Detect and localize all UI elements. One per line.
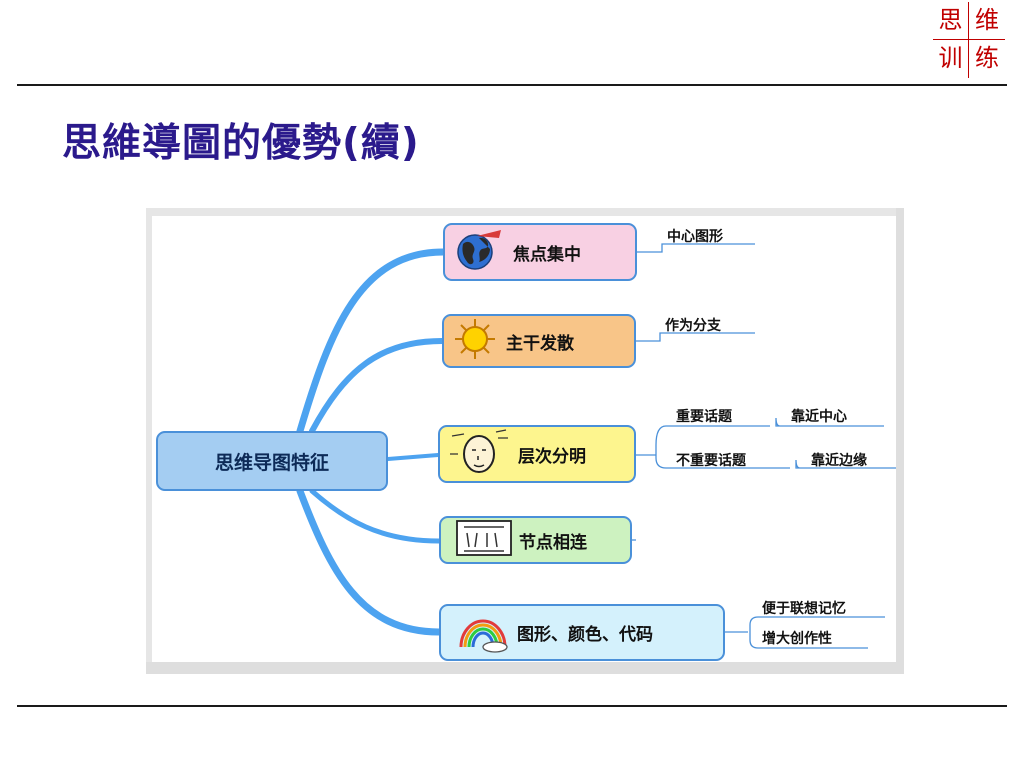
bottom-divider xyxy=(17,705,1007,707)
branch-node-trunk: 主干发散 xyxy=(442,314,636,368)
branch-node-hierarchy: 层次分明 xyxy=(438,425,636,483)
mindmap-frame-shadow xyxy=(896,208,904,674)
central-node: 思维导图特征 xyxy=(156,431,388,491)
logo-char: 思 xyxy=(933,2,969,40)
branch-node-graphics: 图形、颜色、代码 xyxy=(439,604,725,661)
sub-topic-label: 靠近边缘 xyxy=(811,453,867,469)
logo-brand: 思 维 训 练 xyxy=(933,2,1005,78)
sub-connector xyxy=(795,459,896,469)
sub-topic-label: 增大创作性 xyxy=(762,631,832,647)
sub-topic-label: 便于联想记忆 xyxy=(762,601,846,617)
central-node-label: 思维导图特征 xyxy=(214,451,329,474)
branch-node-label: 节点相连 xyxy=(519,532,587,553)
branch-node-label: 图形、颜色、代码 xyxy=(517,625,653,645)
branch-node-label: 焦点集中 xyxy=(513,244,581,265)
sub-topic-label: 作为分支 xyxy=(665,318,721,334)
rainbow-icon xyxy=(455,609,511,657)
branch-connector xyxy=(386,453,440,461)
branch-connector xyxy=(309,338,445,434)
branch-connector xyxy=(296,248,447,435)
branch-node-label: 层次分明 xyxy=(518,446,586,467)
top-divider xyxy=(17,84,1007,86)
sub-topic-label: 中心图形 xyxy=(667,229,723,245)
mindmap-frame-shadow xyxy=(146,208,904,216)
notebook-icon xyxy=(455,519,513,561)
sub-connector xyxy=(637,243,755,253)
logo-char: 维 xyxy=(969,2,1005,40)
slide-title: 思維導圖的優勢(續) xyxy=(62,121,420,166)
logo-char: 练 xyxy=(975,44,999,72)
sub-topic-label: 靠近中心 xyxy=(791,409,847,425)
head-icon xyxy=(448,428,510,480)
branch-node-focus: 焦点集中 xyxy=(443,223,637,281)
logo-char: 训 xyxy=(933,40,969,78)
sub-topic-label: 重要话题 xyxy=(676,409,732,425)
globe-icon xyxy=(453,228,505,276)
sub-connector xyxy=(775,417,884,427)
sub-connector xyxy=(655,425,667,469)
branch-node-connected: 节点相连 xyxy=(439,516,632,564)
sun-icon xyxy=(452,317,498,365)
branch-connector xyxy=(309,488,442,544)
sub-connector xyxy=(636,332,755,342)
sub-connector xyxy=(749,616,759,649)
mindmap-frame-shadow xyxy=(146,208,152,674)
mindmap-frame-shadow xyxy=(146,662,904,674)
sub-topic-label: 不重要话题 xyxy=(676,453,746,469)
branch-node-label: 主干发散 xyxy=(506,333,574,354)
branch-connector xyxy=(296,487,443,636)
